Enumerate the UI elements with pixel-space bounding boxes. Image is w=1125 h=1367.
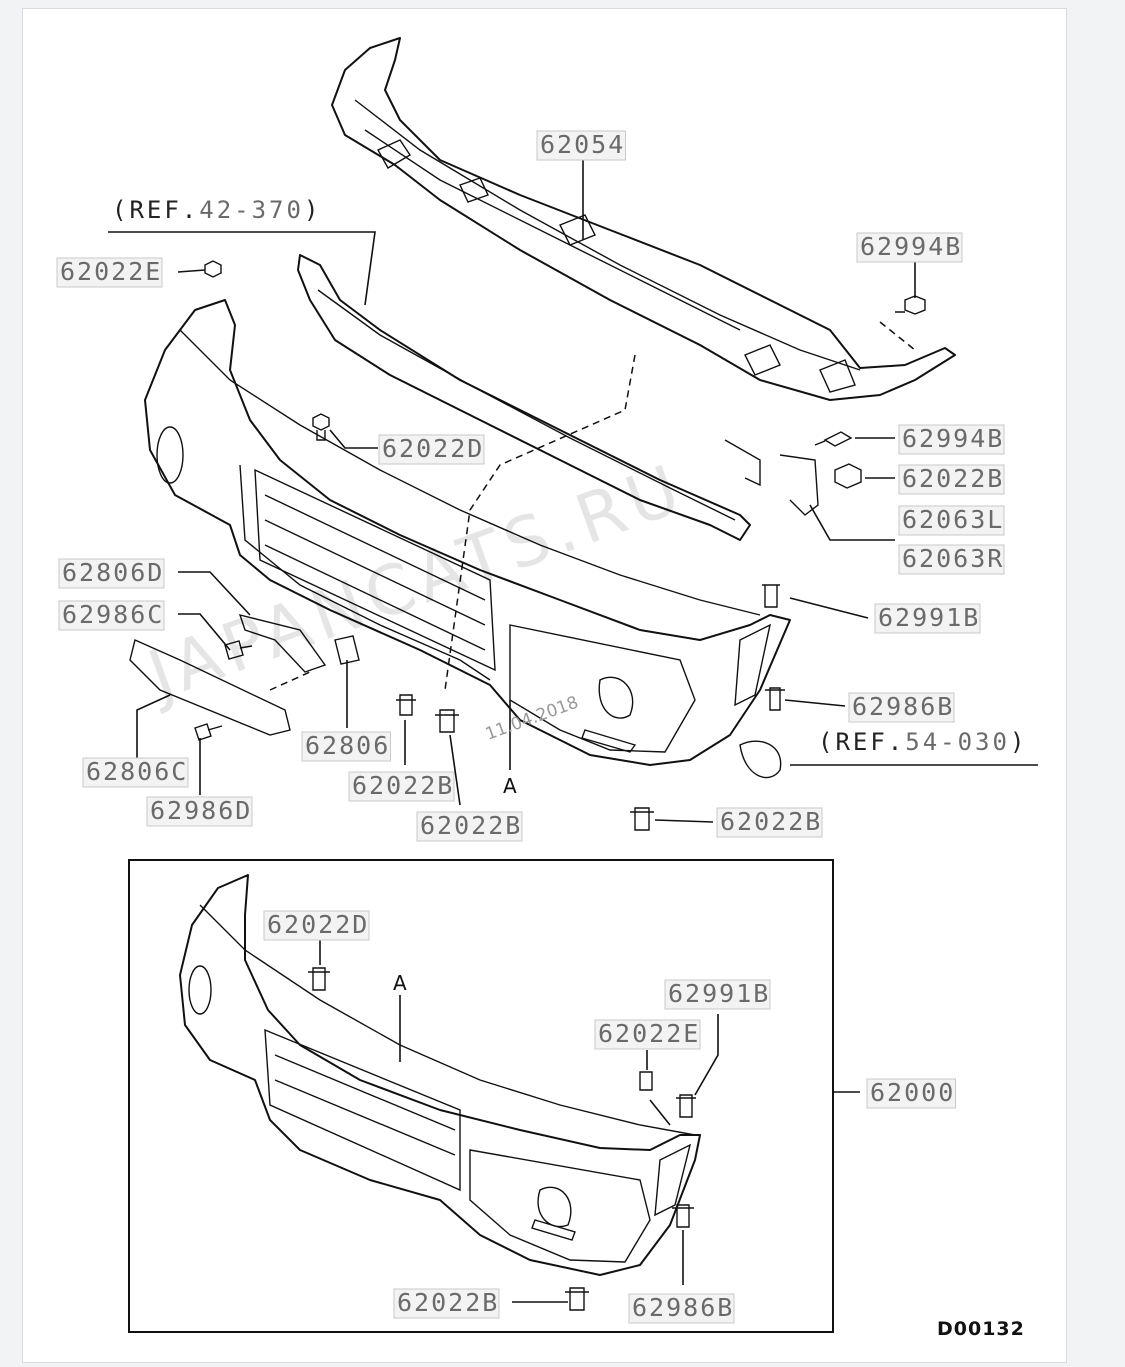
part-label: 62022D (382, 434, 484, 463)
part-label: 62994B (902, 424, 1004, 453)
bumper-assembly-part (179, 874, 701, 1311)
part-label: 62022B (352, 771, 454, 800)
part-labels: 62054 62994B 62022E 62022D 62994B 62022B 62063… (56, 130, 1005, 1324)
ref-note-1: (REF.42-370) (112, 196, 321, 224)
part-label-box (301, 731, 391, 762)
part-label-box (263, 910, 370, 941)
part-label: 62022D (267, 910, 369, 939)
part-label-box (58, 558, 165, 589)
part-label-box (848, 692, 955, 723)
ref-note-2: (REF.54-030) (818, 728, 1027, 756)
part-label: 62806D (62, 558, 164, 587)
view-marker-a: A (503, 774, 517, 798)
part-label: 62000 (870, 1078, 955, 1107)
bumper-upper-part (144, 299, 791, 766)
part-label: 62022B (420, 811, 522, 840)
fasteners-upper (129, 260, 926, 831)
part-label-box (898, 424, 1005, 455)
part-label: 62022B (902, 464, 1004, 493)
part-label: 62022E (598, 1019, 700, 1048)
part-label-box (56, 257, 163, 288)
part-label: 62994B (860, 232, 962, 261)
rail-part (297, 254, 819, 541)
part-label-box (146, 796, 253, 827)
part-label-box (58, 600, 165, 631)
diagram-id: D00132 (937, 1318, 1025, 1340)
part-label-box (856, 232, 963, 263)
leader-lines-upper (108, 160, 1038, 823)
part-label-box (716, 807, 823, 838)
part-label: 62986C (62, 600, 164, 629)
part-label-box (378, 434, 485, 465)
part-label: 62986B (852, 692, 954, 721)
part-label: 62991B (668, 979, 770, 1008)
absorber-part (331, 37, 956, 401)
part-label: 62063R (902, 544, 1004, 573)
part-label: 62806C (86, 757, 188, 786)
date-stamp: 11.04.2018 (483, 693, 581, 745)
leader-lines-assembly (319, 940, 860, 1303)
part-label: 62022E (60, 257, 162, 286)
part-label-box (866, 1078, 956, 1109)
part-label-box (348, 771, 455, 802)
part-label-box (594, 1019, 701, 1050)
part-label-box (898, 544, 1005, 575)
assembly-box (128, 859, 834, 1333)
part-label-box (393, 1288, 500, 1319)
part-label-box (898, 505, 1005, 536)
part-label: 62022B (720, 807, 822, 836)
part-label: 62986B (632, 1293, 734, 1322)
part-label: 62022B (397, 1288, 499, 1317)
part-label: 62986D (150, 796, 252, 825)
part-label: 62806 (305, 731, 390, 760)
part-label-box (416, 811, 523, 842)
part-label: 62063L (902, 505, 1004, 534)
part-label-box (536, 130, 626, 161)
part-label-box (664, 979, 771, 1010)
part-label-box (874, 603, 981, 634)
part-label-box (82, 757, 189, 788)
part-label-box (898, 464, 1005, 495)
part-label: 62054 (540, 130, 625, 159)
view-marker-a-assembly: A (393, 971, 407, 995)
part-label-box (628, 1293, 735, 1324)
part-label: 62991B (878, 603, 980, 632)
